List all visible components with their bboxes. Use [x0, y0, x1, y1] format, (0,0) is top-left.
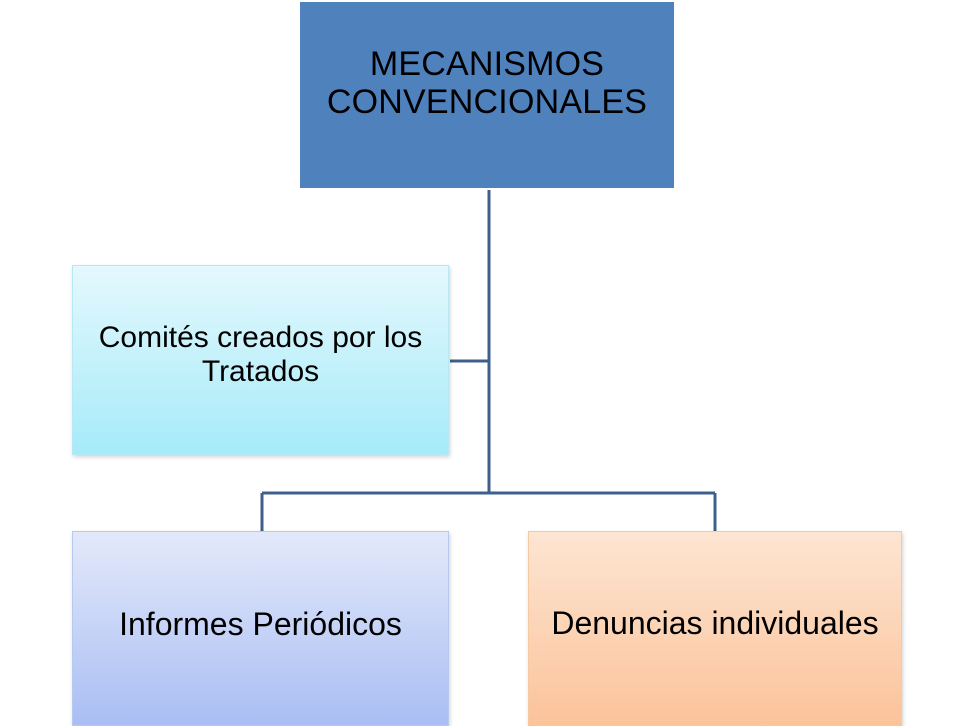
child-node-denuncias-individuales: Denuncias individuales: [528, 531, 902, 726]
child-node-2-label: Denuncias individuales: [551, 604, 879, 641]
assistant-node-label: Comités creados por los Tratados: [98, 321, 423, 388]
child-node-informes-periodicos: Informes Periódicos: [72, 531, 449, 726]
assistant-node-comites: Comités creados por los Tratados: [72, 265, 449, 455]
root-node-mecanismos-convencionales: MECANISMOS CONVENCIONALES: [300, 2, 674, 188]
child-node-1-label: Informes Periódicos: [119, 605, 402, 642]
root-node-label: MECANISMOS CONVENCIONALES: [326, 44, 648, 121]
